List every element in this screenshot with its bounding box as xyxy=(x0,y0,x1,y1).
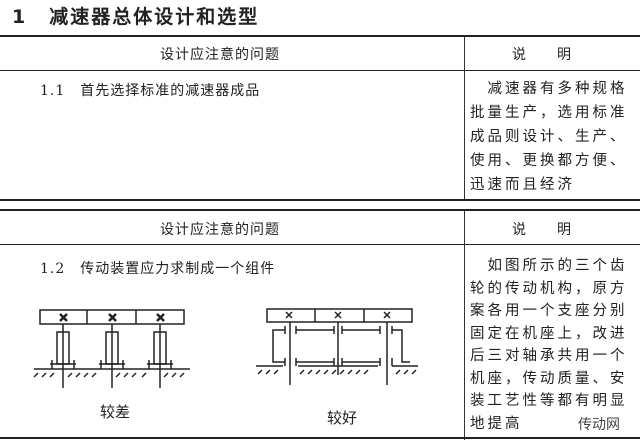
good-design-figure xyxy=(256,308,418,385)
item-1-2: 1.2 传动装置应力求制成一个组件 xyxy=(40,261,276,277)
gear-support-diagram xyxy=(33,308,418,388)
header-divider-2 xyxy=(0,244,640,245)
caption-good: 较好 xyxy=(327,409,358,427)
header-explanation-2: 说 明 xyxy=(512,222,572,238)
header-divider xyxy=(0,70,640,71)
poor-design-figure xyxy=(33,309,190,388)
table-top-border xyxy=(0,35,640,37)
item-1-1: 1.1 首先选择标准的减速器成品 xyxy=(40,83,261,99)
caption-poor: 较差 xyxy=(100,403,131,421)
header-explanation: 说 明 xyxy=(512,47,572,63)
watermark: 传动网 xyxy=(578,417,620,433)
description-1-2: 如图所示的三个齿 轮的传动机构，原方 案各用一个支座分别 固定在机座上，改进 后… xyxy=(470,258,628,432)
description-1-1: 减速器有多种规格 批量生产，选用标准 成品则设计、生产、 使用、更换都方便、 迅… xyxy=(470,81,628,193)
column-divider-2 xyxy=(464,211,465,440)
column-divider xyxy=(464,36,465,201)
table1-bottom-border xyxy=(0,199,640,201)
header-issue-2: 设计应注意的问题 xyxy=(160,222,280,238)
table2-bottom-border xyxy=(0,437,640,439)
table2-top-border xyxy=(0,209,640,211)
header-issue: 设计应注意的问题 xyxy=(160,47,280,63)
